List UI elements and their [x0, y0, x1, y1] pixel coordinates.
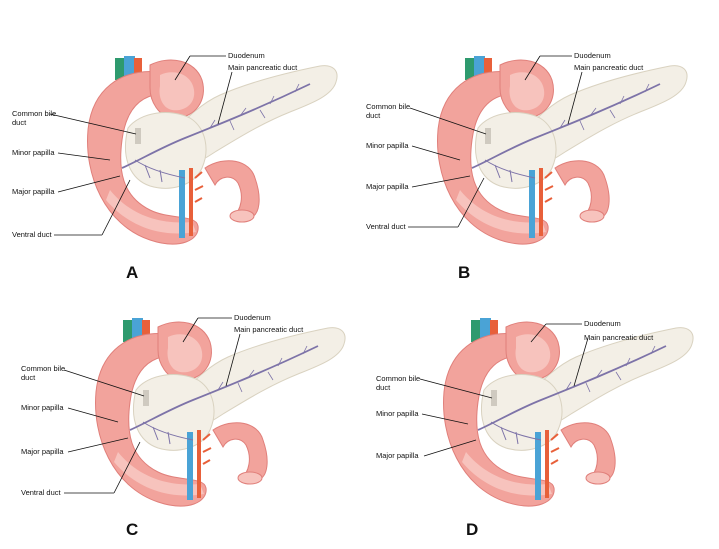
ventral-duct-label-b: Ventral duct [366, 222, 407, 231]
duodenum-label-c: Duodenum [234, 313, 271, 322]
main-duct-label-b: Main pancreatic duct [574, 63, 644, 72]
major-papilla-label-c: Major papilla [21, 447, 64, 456]
duodenum-label-a: Duodenum [228, 51, 265, 60]
anatomy-illustration-b [438, 56, 688, 244]
panel-letter-c: C [126, 520, 138, 539]
major-papilla-label-a: Major papilla [12, 187, 55, 196]
duodenum-label-b: Duodenum [574, 51, 611, 60]
minor-papilla-label-a: Minor papilla [12, 148, 55, 157]
major-papilla-label-d: Major papilla [376, 451, 419, 460]
ventral-duct-label-c: Ventral duct [21, 488, 62, 497]
cbd-label-a-line2: duct [12, 118, 27, 127]
cbd-label-c-line1: Common bile [21, 364, 65, 373]
anatomy-illustration-d [444, 318, 694, 506]
cbd-label-d-line2: duct [376, 383, 391, 392]
minor-papilla-label-c: Minor papilla [21, 403, 64, 412]
main-duct-label-c: Main pancreatic duct [234, 325, 304, 334]
duodenum-leader-a [174, 55, 191, 81]
cbd-label-c-line2: duct [21, 373, 36, 382]
minor-papilla-label-d: Minor papilla [376, 409, 419, 418]
panel-letter-d: D [466, 520, 478, 539]
main-duct-label-d: Main pancreatic duct [584, 333, 654, 342]
anatomy-illustration-a [88, 56, 338, 244]
panel-c: Duodenum Main pancreatic duct Common bil… [21, 313, 345, 539]
panel-letter-a: A [126, 263, 138, 282]
anatomy-illustration-c [96, 318, 346, 506]
panel-d: Duodenum Main pancreatic duct Common bil… [376, 318, 693, 539]
panel-b: Duodenum Main pancreatic duct Common bil… [366, 51, 687, 282]
panel-letter-b: B [458, 263, 470, 282]
ventral-duct-label-a: Ventral duct [12, 230, 53, 239]
cbd-label-b-line2: duct [366, 111, 381, 120]
main-duct-leader-a [217, 71, 233, 125]
panel-a: Duodenum Main pancreatic duct Common bil… [12, 51, 337, 282]
cbd-label-a-line1: Common bile [12, 109, 56, 118]
cbd-label-d-line1: Common bile [376, 374, 420, 383]
main-duct-label-a: Main pancreatic duct [228, 63, 298, 72]
minor-papilla-label-b: Minor papilla [366, 141, 409, 150]
cbd-label-b-line1: Common bile [366, 102, 410, 111]
duodenum-label-d: Duodenum [584, 319, 621, 328]
major-papilla-label-b: Major papilla [366, 182, 409, 191]
